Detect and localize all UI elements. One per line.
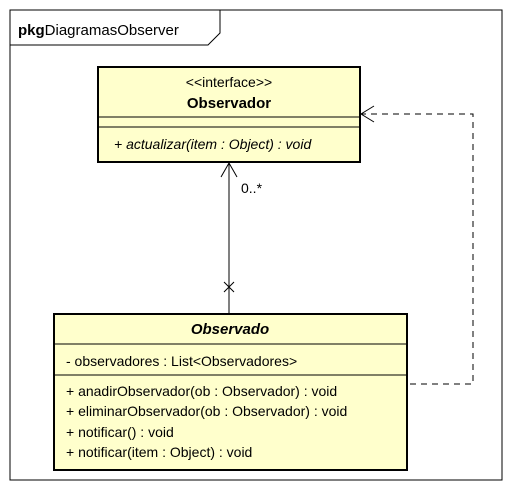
dependency-arrow-head (360, 105, 375, 123)
association-line[interactable]: 0..* (220, 161, 263, 314)
class-observador[interactable]: <<interface>> Observador + actualizar(it… (97, 66, 361, 163)
class-observador-stereotype: <<interface>> (186, 74, 272, 90)
package-frame (9, 9, 503, 481)
class-observado-operation: + notificar(item : Object) : void (66, 444, 252, 460)
class-observador-box (97, 66, 361, 163)
package-keyword: pkg (18, 22, 45, 39)
dependency-line[interactable] (360, 105, 474, 385)
class-observado-operation: + anadirObservador(ob : Observador) : vo… (66, 383, 337, 399)
association-arrow-head (220, 161, 238, 178)
association-multiplicity: 0..* (241, 180, 263, 196)
class-observador-operation: + actualizar(item : Object) : void (114, 136, 312, 152)
class-observado-operation: + eliminarObservador(ob : Observador) : … (66, 403, 347, 419)
package-label: pkgDiagramasObserver (18, 22, 179, 39)
package-name: DiagramasObserver (45, 22, 179, 39)
class-observado[interactable]: Observado - observadores : List<Observad… (53, 313, 408, 471)
package-tab (10, 10, 221, 46)
association-nonnavigable-cross (223, 281, 235, 293)
class-observado-operation: + notificar() : void (66, 424, 174, 440)
class-observador-name: Observador (187, 95, 271, 112)
class-observado-box (53, 313, 408, 471)
dependency-line-path (362, 113, 474, 385)
class-observado-attribute: - observadores : List<Observadores> (66, 353, 297, 369)
class-observado-name: Observado (191, 321, 269, 338)
